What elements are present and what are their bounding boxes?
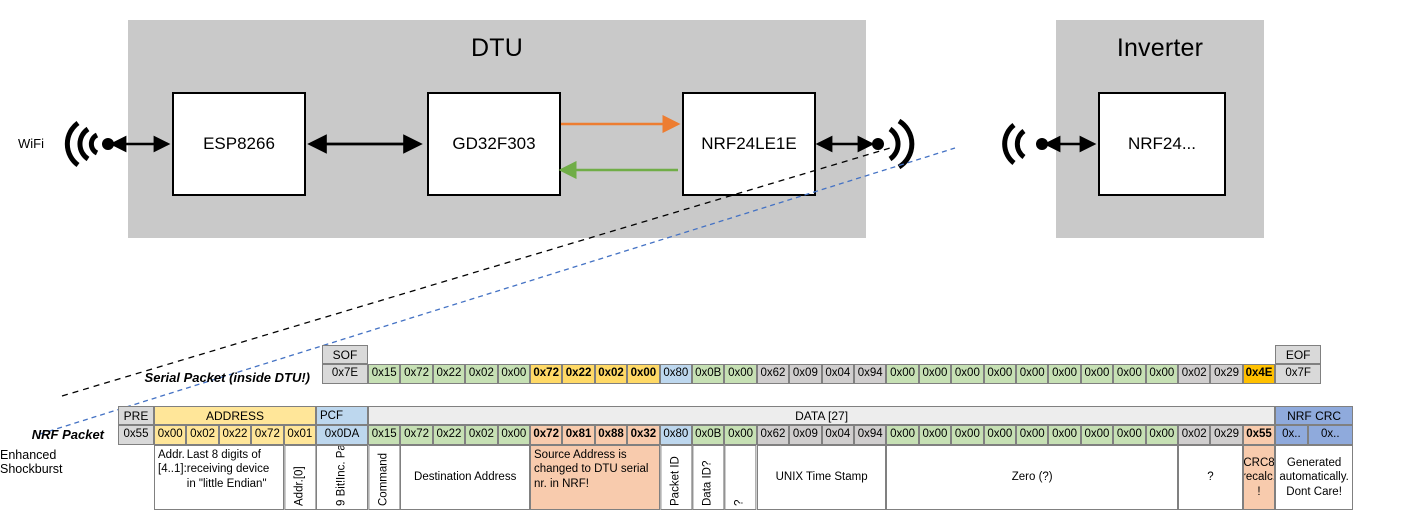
serial-byte-3: 0x02	[465, 364, 498, 384]
nrf-byte-9: 0x80	[659, 425, 692, 445]
serial-packet-label: Serial Packet (inside DTU!)	[144, 370, 310, 385]
serial-byte-7: 0x02	[594, 364, 628, 384]
dtu-title: DTU	[471, 34, 523, 62]
nrf-packet-sublabel: Enhanced Shockburst	[0, 448, 63, 476]
serial-byte-6: 0x22	[562, 364, 595, 384]
serial-byte-19: 0x00	[983, 364, 1016, 384]
nrf-pcf-header: PCF	[316, 406, 368, 425]
serial-byte-12: 0x62	[756, 364, 790, 384]
data-id-note: Data ID?	[692, 445, 725, 510]
nrf-byte-24: 0x00	[1145, 425, 1178, 445]
nrf-byte-23: 0x00	[1113, 425, 1146, 445]
serial-byte-13: 0x09	[789, 364, 822, 384]
nrfcrc-note: Generated automatically. Dont Care!	[1275, 445, 1353, 510]
serial-byte-24: 0x00	[1145, 364, 1178, 384]
nrf-byte-13: 0x09	[789, 425, 822, 445]
serial-byte-27: 0x4E	[1242, 364, 1276, 384]
serial-byte-14: 0x04	[821, 364, 854, 384]
serial-byte-25: 0x02	[1178, 364, 1211, 384]
nrf-address-byte-3: 0x72	[251, 425, 284, 445]
nrf-byte-25: 0x02	[1178, 425, 1211, 445]
crc8-note: CRC8 recalc. !	[1242, 445, 1276, 510]
wifi-label: WiFi	[18, 136, 44, 151]
serial-byte-11: 0x00	[724, 364, 757, 384]
serial-byte-10: 0x0B	[692, 364, 725, 384]
nrf-pre-header: PRE	[118, 406, 154, 425]
serial-byte-22: 0x00	[1080, 364, 1114, 384]
serial-byte-23: 0x00	[1113, 364, 1146, 384]
destination-note: Destination Address	[400, 445, 530, 510]
serial-byte-0: 0x15	[368, 364, 401, 384]
nrf-pre-value: 0x55	[118, 425, 154, 445]
nrf-pcf-value: 0x0DA	[316, 425, 368, 445]
serial-sof-header: SOF	[322, 345, 368, 364]
nrf-address-byte-1: 0x02	[186, 425, 219, 445]
command-note: Command	[368, 445, 401, 510]
nrf-byte-1: 0x72	[400, 425, 433, 445]
chip-nrf24-inverter: NRF24...	[1098, 92, 1226, 196]
nrf-byte-16: 0x00	[886, 425, 919, 445]
serial-byte-8: 0x00	[627, 364, 660, 384]
nrf-byte-17: 0x00	[918, 425, 952, 445]
nrf-byte-5: 0x72	[530, 425, 563, 445]
nrf-address-byte-4: 0x01	[283, 425, 316, 445]
serial-byte-26: 0x29	[1210, 364, 1243, 384]
nrf-address-byte-2: 0x22	[218, 425, 252, 445]
source-note: Source Address is changed to DTU serial …	[530, 445, 660, 510]
inverter-title: Inverter	[1116, 34, 1204, 62]
nrf-byte-2: 0x22	[432, 425, 466, 445]
nrf-byte-12: 0x62	[756, 425, 790, 445]
nrf-byte-0: 0x15	[368, 425, 401, 445]
nrf-byte-3: 0x02	[465, 425, 498, 445]
serial-byte-2: 0x22	[432, 364, 466, 384]
nrf-byte-18: 0x00	[951, 425, 984, 445]
timestamp-note: UNIX Time Stamp	[756, 445, 887, 510]
serial-byte-20: 0x00	[1016, 364, 1049, 384]
nrf-crc-byte-1: 0x..	[1307, 425, 1353, 445]
serial-byte-5: 0x72	[530, 364, 563, 384]
nrf-byte-7: 0x88	[594, 425, 628, 445]
serial-byte-16: 0x00	[886, 364, 919, 384]
serial-eof-header: EOF	[1275, 345, 1322, 364]
serial-byte-4: 0x00	[497, 364, 530, 384]
serial-eof-value: 0x7F	[1275, 364, 1322, 384]
inverter-enclosure: Inverter	[1056, 20, 1264, 238]
serial-sof-value: 0x7E	[322, 364, 368, 384]
nrf-byte-10: 0x0B	[692, 425, 725, 445]
address-note: Addr. [4..1]:Last 8 digits of receiving …	[154, 445, 284, 510]
nrf-byte-26: 0x29	[1210, 425, 1243, 445]
nrf-byte-22: 0x00	[1080, 425, 1114, 445]
addr0-note: Addr.[0]	[283, 445, 316, 510]
unknown-note-1: ?	[724, 445, 757, 510]
serial-byte-15: 0x94	[854, 364, 887, 384]
serial-byte-18: 0x00	[951, 364, 984, 384]
serial-byte-17: 0x00	[918, 364, 952, 384]
nrf-byte-15: 0x94	[854, 425, 887, 445]
nrf-byte-21: 0x00	[1048, 425, 1081, 445]
serial-byte-1: 0x72	[400, 364, 433, 384]
nrf-byte-8: 0x32	[627, 425, 660, 445]
nrf-packet-label: NRF Packet	[31, 427, 104, 442]
nrf-crc-byte-0: 0x..	[1275, 425, 1308, 445]
packet-length-note: 9 Bit!Inc. Packet Length	[316, 445, 368, 510]
serial-byte-9: 0x80	[659, 364, 692, 384]
nrf-byte-19: 0x00	[983, 425, 1016, 445]
nrf-byte-20: 0x00	[1016, 425, 1049, 445]
nrf-byte-11: 0x00	[724, 425, 757, 445]
nrf-byte-4: 0x00	[497, 425, 530, 445]
zero-note: Zero (?)	[886, 445, 1178, 510]
nrf-data-header: DATA [27]	[368, 406, 1276, 425]
nrf-crc-header: NRF CRC	[1275, 406, 1353, 425]
nrf-address-header: ADDRESS	[154, 406, 316, 425]
nrf-byte-27: 0x55	[1242, 425, 1276, 445]
nrf-address-byte-0: 0x00	[154, 425, 187, 445]
nrf-byte-6: 0x81	[562, 425, 595, 445]
packet-id-note: Packet ID	[659, 445, 692, 510]
nrf-byte-14: 0x04	[821, 425, 854, 445]
unknown-note-2: ?	[1178, 445, 1243, 510]
serial-byte-21: 0x00	[1048, 364, 1081, 384]
